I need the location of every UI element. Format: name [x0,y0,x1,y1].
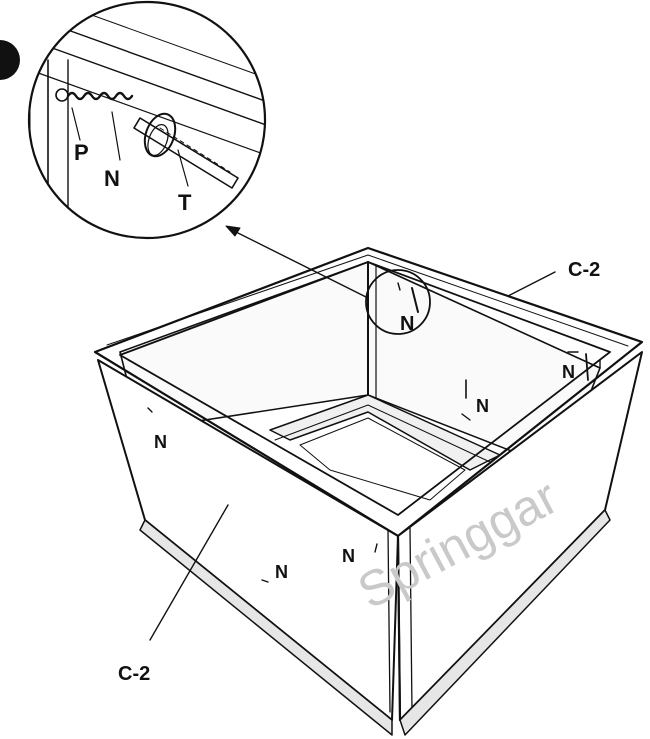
label-n-callout: N [400,313,414,335]
detail-callout-circle [365,269,431,335]
pointer-front-c2 [149,504,229,641]
base-left-edge [139,519,393,736]
pointer-top-c2 [507,271,556,297]
tool-rod [133,117,239,189]
spring-nail [66,91,134,101]
arrow-head-icon [225,225,241,237]
top-rim-inner [119,261,611,516]
label-c2-front: C-2 [118,663,150,685]
label-n-left: N [154,432,167,452]
tool-ring [143,112,177,158]
bottom-frame [269,394,501,471]
label-n-right: N [562,362,575,382]
front-corner-post [396,534,402,722]
magnified-detail [0,0,267,240]
label-p: P [74,140,89,165]
label-t: T [178,190,192,215]
label-c2-top: C-2 [568,259,600,281]
label-n-magnified: N [104,166,120,191]
step-marker-dot [0,40,20,80]
label-n-inner: N [476,396,489,416]
planter-box [93,225,644,736]
magnifier-circle [27,0,267,240]
top-rim-outer [93,246,644,538]
detail-arrow [231,229,369,299]
label-n-front-mid: N [275,562,288,582]
base-right-edge [399,509,611,736]
label-n-front-corner: N [342,546,355,566]
